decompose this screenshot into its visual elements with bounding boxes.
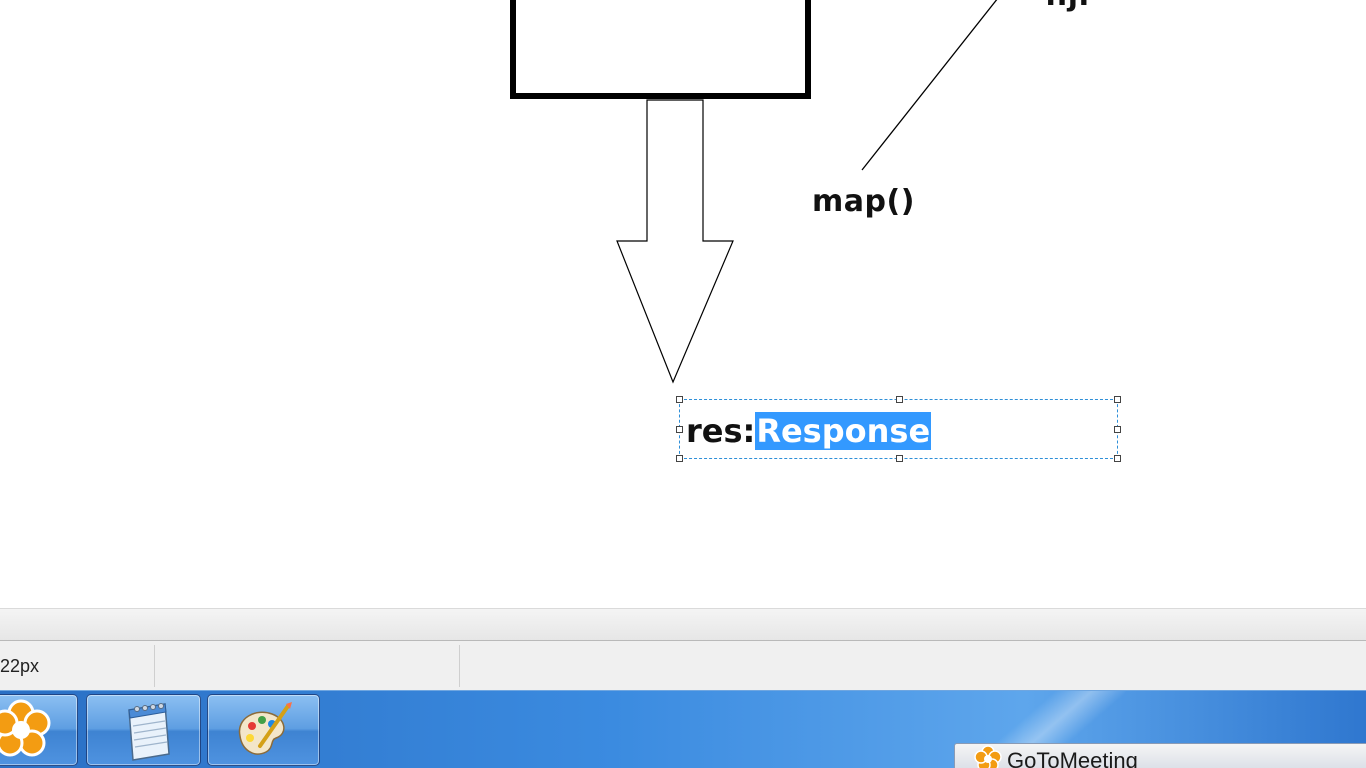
status-cell-empty [155,645,460,687]
textbox-content[interactable]: res:Response [686,412,932,450]
gotomeeting-small-icon [974,745,1002,768]
gotomeeting-flower-icon [0,699,51,757]
resize-handle-mr[interactable] [1114,426,1121,433]
resize-handle-br[interactable] [1114,455,1121,462]
resize-handle-ml[interactable] [676,426,683,433]
selected-text: Response [755,412,932,450]
gotomeeting-task-button[interactable] [0,694,78,766]
gotomeeting-popup-title: GoToMeeting [1007,748,1138,768]
resize-handle-tl[interactable] [676,396,683,403]
map-label: map() [812,184,915,219]
resize-handle-bm[interactable] [896,455,903,462]
drawing-layer [510,0,998,384]
down-arrow [616,99,734,384]
gotomeeting-popup-window[interactable]: GoToMeeting [954,743,1366,768]
text-tool-box[interactable]: res:Response [676,396,1121,462]
connector-line [861,0,998,171]
partial-label-top: ..j. [1045,0,1089,13]
textbox-prefix: res: [686,412,756,450]
notepad-icon [128,703,170,761]
status-size-readout: 22px [0,645,155,687]
paint-task-button[interactable] [207,694,320,766]
taskbar: GoToMeeting [0,690,1366,768]
process-box [510,0,811,99]
paint-canvas[interactable]: ..j. map() res:Response [0,0,1366,608]
resize-handle-tm[interactable] [896,396,903,403]
paint-palette-icon [238,702,292,755]
status-bar: 22px [0,640,1366,690]
resize-handle-tr[interactable] [1114,396,1121,403]
notepad-task-button[interactable] [86,694,201,766]
canvas-bottom-edge [0,608,1366,641]
resize-handle-bl[interactable] [676,455,683,462]
